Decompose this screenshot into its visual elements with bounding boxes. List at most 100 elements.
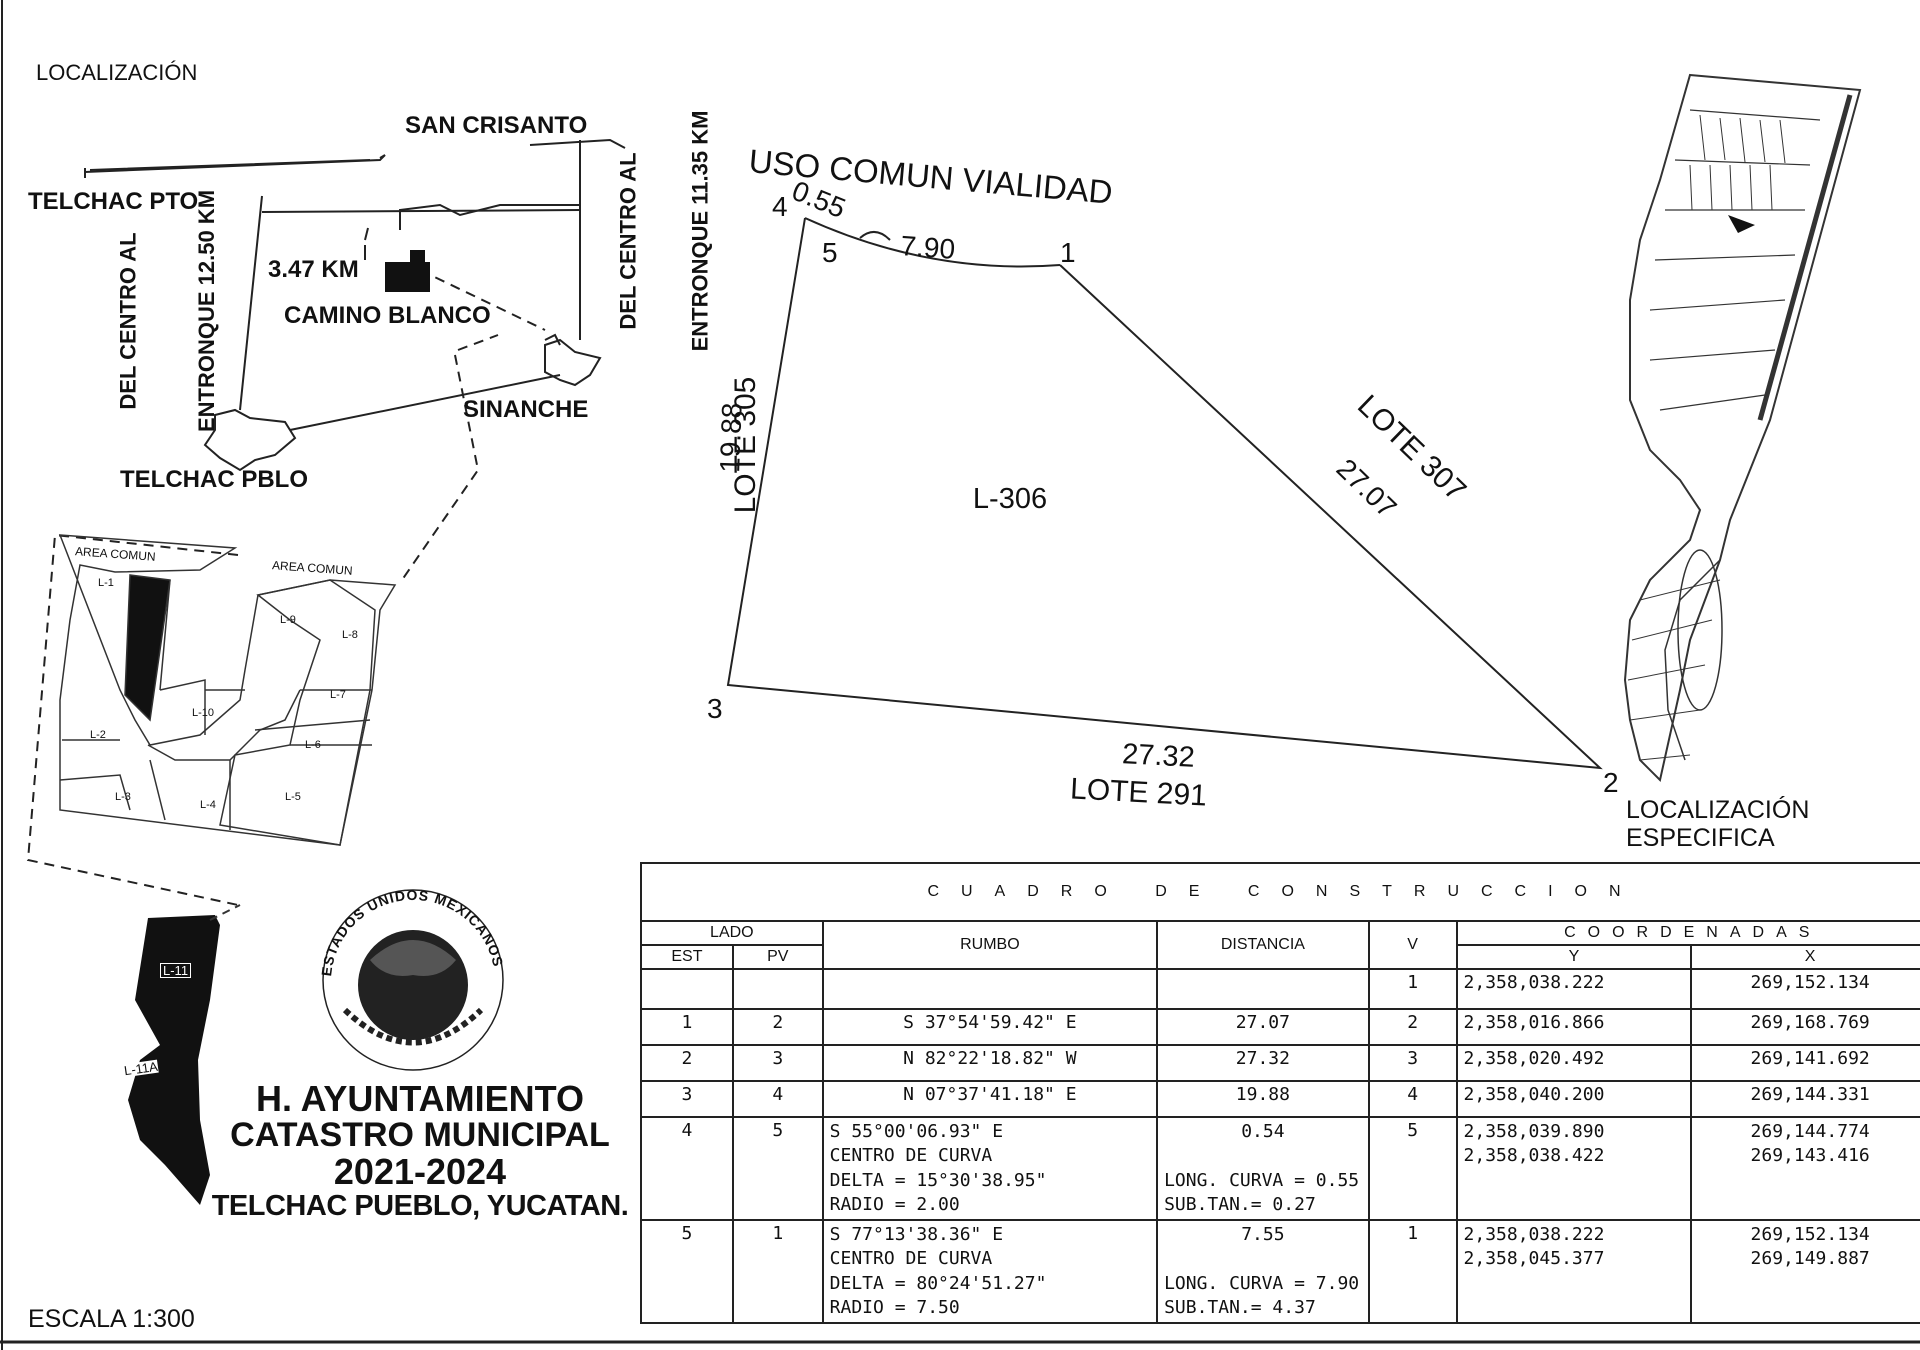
road-pueblo-sinanche [289,374,561,431]
cell-pv: 2 [731,1008,824,1046]
subdivision-outline [1623,73,1862,782]
seal-eagle-wings [370,940,456,976]
cell-rumbo: N 82°22'18.82" W [821,1044,1159,1082]
lot-label-l4: L-4 [200,799,216,811]
callout-dashed-5 [209,904,241,921]
specific-location-map [1623,73,1862,782]
sinanche-detail [544,333,561,346]
curve-subtan: SUB.TAN.= 4.37 [1164,1297,1316,1319]
cell-x-curve: 269,144.774 269,143.416 [1690,1115,1920,1222]
cell-est: 4 [640,1115,734,1222]
distance-left-line1: DEL CENTRO AL [115,232,141,410]
table-row-curve: 5 1 S 77°13'38.36" E CENTRO DE CURVA DEL… [640,1219,1920,1325]
header-distancia: DISTANCIA [1156,920,1370,970]
curve-x1: 269,144.774 [1750,1121,1870,1142]
cell-est: 2 [640,1044,734,1082]
lot-label-l11: L-11 [160,963,192,978]
lot-boundary-arc [804,217,1061,268]
subdivision-lot-grid [1689,114,1786,211]
place-sinanche: SINANCHE [463,396,589,423]
arc-break-mark [859,231,891,241]
road-top [261,209,581,213]
plan-lot-name: L-306 [973,483,1047,515]
table-row: 1 2 S 37°54'59.42" E 27.07 2 2,358,016.8… [640,1008,1920,1046]
curve-y1: 2,358,039.890 [1463,1121,1605,1142]
cell-dist: 27.07 [1156,1008,1370,1046]
curve-subtan: SUB.TAN.= 0.27 [1164,1193,1316,1215]
cell-x-curve: 269,152.134 269,149.887 [1690,1219,1920,1325]
header-rumbo: RUMBO [821,920,1159,970]
table-row: 2 3 N 82°22'18.82" W 27.32 3 2,358,020.4… [640,1044,1920,1082]
plan-polygon [726,217,1603,770]
place-camino-blanco: CAMINO BLANCO [284,302,491,329]
cell-rumbo: N 07°37'41.18" E [821,1080,1159,1118]
specific-location-line1: LOCALIZACIÓN [1626,796,1810,824]
curve-long: LONG. CURVA = 7.90 [1164,1272,1360,1294]
header-pv: PV [731,944,824,970]
plan-side-right: 27.07 [1331,453,1403,524]
coast-road-west-2 [84,159,371,178]
title-line1: H. AYUNTAMIENTO [255,1078,585,1119]
lot-curve-road [147,689,301,761]
road-telchac-pto-pueblo [239,195,263,411]
header-x: X [1690,944,1920,970]
plan-side-bottom: 27.32 [1121,738,1195,774]
cell-dist: 19.88 [1156,1080,1370,1118]
cell-rumbo-curve: S 55°00'06.93" E CENTRO DE CURVA DELTA =… [821,1115,1159,1222]
lot-label-l10: L-10 [192,707,215,719]
cell-y: 2,358,020.492 [1455,1044,1693,1082]
table-row: 3 4 N 07°37'41.18" E 19.88 4 2,358,040.2… [640,1080,1920,1118]
lot-label-l9: L-9 [280,614,296,626]
cell-dist-curve: 7.55 LONG. CURVA = 7.90 SUB.TAN.= 4.37 [1156,1219,1370,1325]
vertex-5-label: 5 [822,237,838,268]
cell-v: 1 [1367,1219,1458,1325]
table-row: 1 2,358,038.222 269,152.134 [640,968,1920,1010]
vertex-4-label: 4 [772,191,788,222]
cell-est: 3 [640,1080,734,1118]
curve-rumbo: S 77°13'38.36" E [829,1224,1004,1246]
lot-l11-strip [128,915,220,1205]
lot-label-l1: L-1 [98,577,114,589]
cell-pv: 4 [731,1080,824,1118]
cell-y-curve: 2,358,038.222 2,358,045.377 [1455,1219,1693,1325]
curve-x2: 269,149.887 [1750,1248,1870,1270]
lot-boundary-lines [726,217,1603,770]
title-line4: TELCHAC PUEBLO, YUCATAN. [211,1190,629,1223]
curve-y2: 2,358,045.377 [1463,1248,1605,1270]
seal-outer-ring [322,889,504,1071]
cell-v: 1 [1367,968,1458,1010]
seal-wreath [342,1007,484,1046]
header-coordenadas: COORDENADAS [1455,920,1920,946]
construction-table: CUADRO DE CONSTRUCCION LADO RUMBO DISTAN… [640,862,1920,1325]
camino-blanco-marker-top [410,250,425,262]
cell-pv: 5 [731,1115,824,1222]
camino-blanco-marker [385,262,430,292]
plan-arc-long: 7.90 [900,230,957,265]
coast-road-east [529,138,626,149]
cell-rumbo: S 37°54'59.42" E [821,1008,1159,1046]
road-camino-blanco [399,203,580,230]
lot-subdivision-map [58,534,397,846]
cell-v: 4 [1367,1080,1458,1118]
curve-delta: DELTA = 15°30'38.95" [829,1169,1047,1191]
title-line3: 2021-2024 [333,1151,507,1193]
callout-dashed-4 [26,533,239,906]
curve-dist: 0.54 [1241,1121,1285,1142]
lot-label-l2: L-2 [90,729,106,741]
subdivision-south-rows [1627,579,1721,761]
cell-v: 2 [1367,1008,1458,1046]
cell-x: 269,168.769 [1690,1008,1920,1046]
sinanche-shape [544,338,602,387]
callout-dashed-2 [457,334,499,351]
cell-v: 3 [1367,1044,1458,1082]
curve-radio: RADIO = 7.50 [829,1297,960,1319]
specific-location-line2: ESPECIFICA [1626,824,1775,852]
curve-x1: 269,152.134 [1750,1224,1870,1246]
cell-pv: 1 [731,1219,824,1325]
locator-map [26,138,626,906]
national-seal: ESTADOS UNIDOS MEXICANOS [318,887,506,1071]
cell-rumbo-curve: S 77°13'38.36" E CENTRO DE CURVA DELTA =… [821,1219,1159,1325]
lot-position-marker [1728,215,1755,233]
subdivision-roundabout [1677,549,1723,711]
title-line2: CATASTRO MUNICIPAL [230,1115,610,1154]
